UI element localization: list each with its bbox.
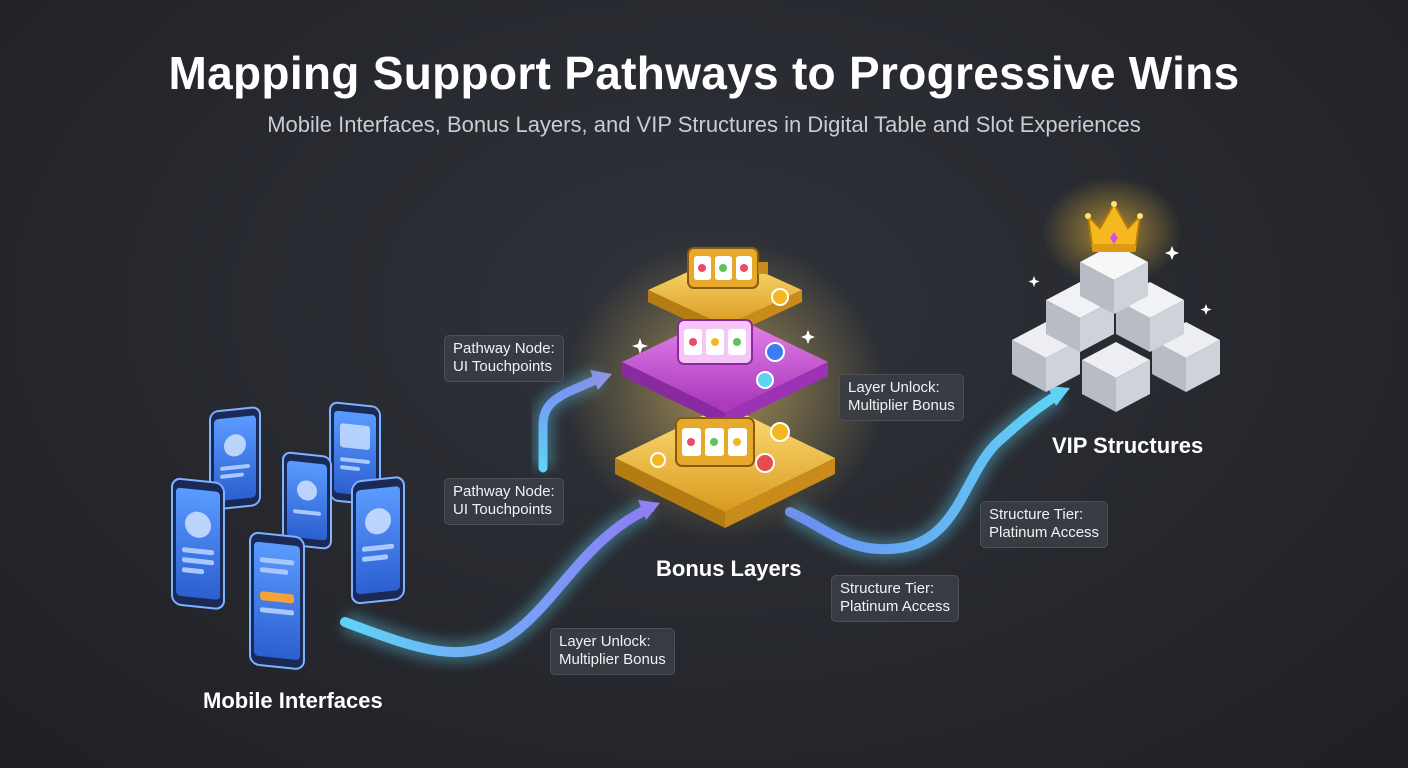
poker-chip-icon <box>757 372 773 388</box>
callout-layer-unlock-bottom: Layer Unlock: Multiplier Bonus <box>550 628 675 675</box>
phone-icon <box>283 452 331 549</box>
callout-line-1: Pathway Node: <box>453 340 555 358</box>
callout-line-2: UI Touchpoints <box>453 358 555 376</box>
poker-chip-icon <box>756 454 774 472</box>
poker-chip-icon <box>772 289 788 305</box>
sparkle-icon <box>1201 304 1212 315</box>
vip-structure <box>1012 177 1220 412</box>
page-title: Mapping Support Pathways to Progressive … <box>0 46 1408 100</box>
callout-line-1: Pathway Node: <box>453 483 555 501</box>
poker-chip-icon <box>771 423 789 441</box>
callout-line-1: Structure Tier: <box>989 506 1099 524</box>
callout-line-1: Layer Unlock: <box>559 633 666 651</box>
callout-layer-unlock-right: Layer Unlock: Multiplier Bonus <box>839 374 964 421</box>
bonus-layers-stack <box>565 240 885 540</box>
callout-structure-tier-right: Structure Tier: Platinum Access <box>980 501 1108 548</box>
poker-chip-icon <box>651 453 665 467</box>
mobile-interfaces-label: Mobile Interfaces <box>203 688 383 714</box>
callout-line-2: UI Touchpoints <box>453 501 555 519</box>
phone-icon <box>250 532 304 670</box>
cube-pyramid <box>1012 244 1220 412</box>
callout-line-1: Layer Unlock: <box>848 379 955 397</box>
callout-line-2: Multiplier Bonus <box>559 651 666 669</box>
bonus-layers-label: Bonus Layers <box>656 556 802 582</box>
sparkle-icon <box>1029 276 1040 287</box>
slot-machine-icon <box>676 418 754 466</box>
slot-machine-icon <box>688 248 768 288</box>
poker-chip-icon <box>766 343 784 361</box>
phone-icon <box>172 478 224 609</box>
callout-line-2: Platinum Access <box>840 598 950 616</box>
vip-structures-label: VIP Structures <box>1052 433 1203 459</box>
callout-line-2: Platinum Access <box>989 524 1099 542</box>
callout-line-2: Multiplier Bonus <box>848 397 955 415</box>
page-subtitle: Mobile Interfaces, Bonus Layers, and VIP… <box>0 112 1408 138</box>
callout-pathway-node-lower: Pathway Node: UI Touchpoints <box>444 478 564 525</box>
callout-line-1: Structure Tier: <box>840 580 950 598</box>
slot-machine-icon <box>678 320 752 364</box>
callout-structure-tier-middle: Structure Tier: Platinum Access <box>831 575 959 622</box>
callout-pathway-node-upper: Pathway Node: UI Touchpoints <box>444 335 564 382</box>
phone-icon <box>352 477 404 604</box>
